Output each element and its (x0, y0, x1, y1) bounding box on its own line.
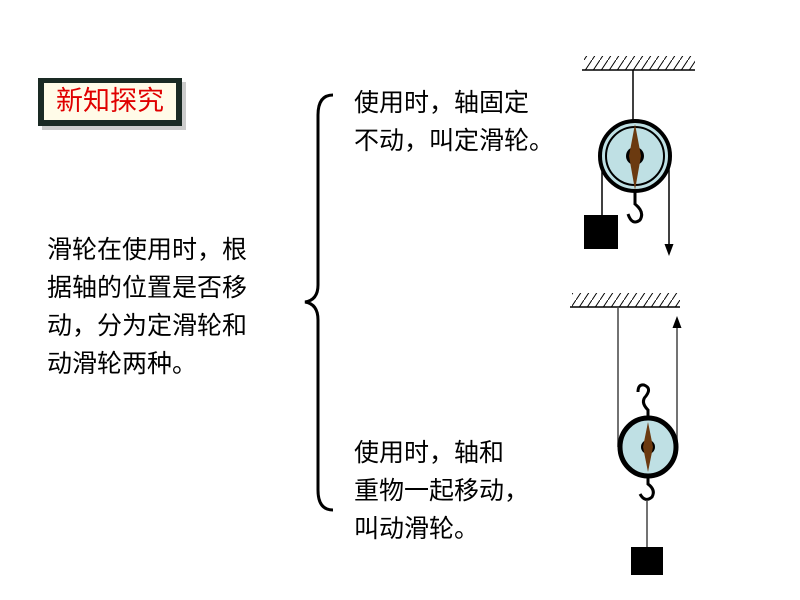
intro-line: 据轴的位置是否移 (47, 273, 248, 302)
fixed-pulley-line: 不动，叫定滑轮。 (354, 126, 555, 155)
movable-pulley-text: 使用时，轴和重物一起移动， 叫动滑轮。 (354, 434, 529, 548)
top-hook (636, 383, 651, 417)
weight (584, 215, 618, 249)
intro-line: 动，分为定滑轮和 (47, 311, 248, 340)
intro-text: 滑轮在使用时，根据轴的位置是否移动，分为定滑轮和动滑轮两种。 (47, 231, 247, 383)
movable-pulley-line: 使用时，轴和 (354, 438, 505, 467)
section-badge: 新知探究 (38, 78, 182, 126)
fixed-pulley-text: 使用时，轴固定不动，叫定滑轮。 (354, 84, 554, 160)
intro-line: 动滑轮两种。 (47, 349, 198, 378)
movable-pulley-line: 重物一起移动， (354, 476, 530, 505)
ceiling-hatch (584, 56, 695, 70)
badge-label: 新知探究 (44, 83, 176, 120)
movable-pulley-figure (570, 293, 682, 575)
weight (631, 547, 663, 575)
intro-line: 滑轮在使用时，根 (47, 235, 248, 264)
fixed-pulley-figure (582, 56, 695, 256)
hook (626, 192, 644, 224)
brace (304, 93, 334, 512)
movable-pulley-line: 叫动滑轮。 (354, 514, 480, 543)
ceiling-hatch (572, 293, 680, 307)
fixed-pulley-line: 使用时，轴固定 (354, 88, 530, 117)
bottom-hook (638, 477, 655, 501)
